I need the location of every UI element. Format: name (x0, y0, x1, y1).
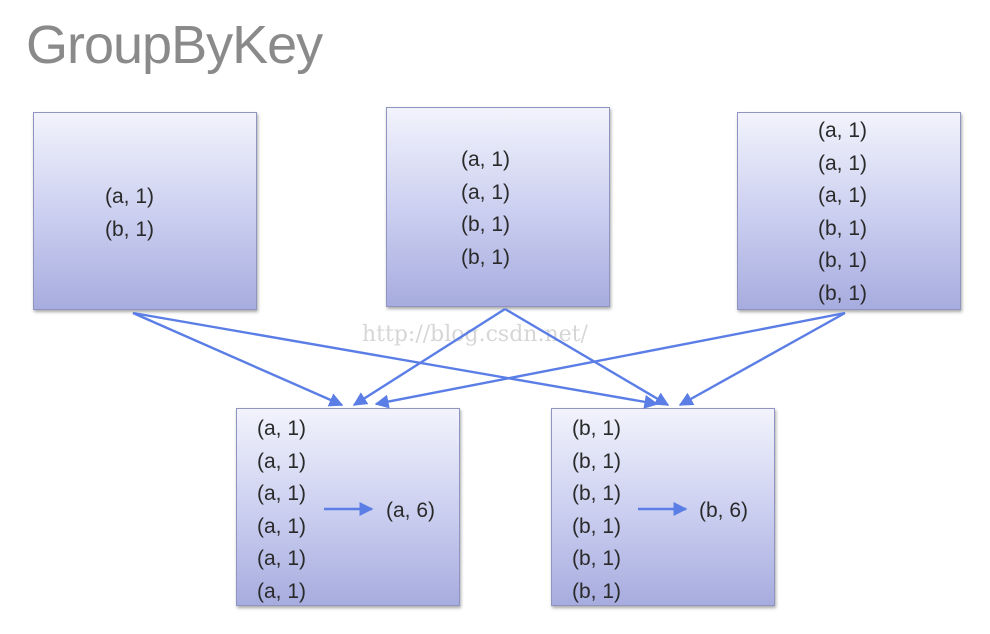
pair-item: (b, 1) (572, 482, 622, 505)
pair-item: (b, 1) (105, 217, 155, 241)
pair-item: (b, 1) (572, 579, 622, 603)
pair-item: (a, 1) (257, 449, 307, 473)
pair-list: (a, 1) (a, 1) (b, 1) (b, 1) (461, 144, 510, 274)
pair-list: (a, 1) (b, 1) (105, 181, 154, 246)
pair-item: (b, 1) (461, 245, 511, 269)
pair-item: (b, 1) (572, 547, 622, 570)
pair-item: (b, 1) (572, 417, 622, 440)
source-partition-2: (a, 1) (a, 1) (b, 1) (b, 1) (386, 107, 610, 307)
pair-item: (a, 1) (461, 180, 511, 204)
source-partition-1: (a, 1) (b, 1) (33, 112, 257, 310)
pair-item: (b, 1) (818, 249, 868, 272)
pair-item: (a, 1) (818, 151, 868, 175)
pair-item: (a, 1) (818, 184, 868, 207)
pair-item: (a, 1) (461, 148, 511, 171)
pair-list: (b, 1) (b, 1) (b, 1) (b, 1) (b, 1) (b, 1… (572, 413, 621, 608)
pair-item: (b, 1) (818, 281, 868, 305)
pair-item: (a, 1) (257, 514, 307, 538)
shuffle-arrow (132, 311, 344, 407)
page-title: GroupByKey (26, 15, 323, 75)
pair-item: (b, 1) (572, 449, 622, 473)
watermark: http://blog.csdn.net/ (362, 322, 588, 347)
pair-item: (a, 1) (818, 119, 868, 142)
pair-item: (b, 1) (572, 514, 622, 538)
source-partition-3: (a, 1) (a, 1) (a, 1) (b, 1) (b, 1) (b, 1… (737, 112, 961, 310)
pair-list: (a, 1) (a, 1) (a, 1) (a, 1) (a, 1) (a, 1… (257, 413, 306, 608)
pair-list: (a, 1) (a, 1) (a, 1) (b, 1) (b, 1) (b, 1… (818, 115, 867, 310)
pair-item: (a, 1) (257, 417, 307, 440)
pair-item: (a, 1) (105, 185, 155, 208)
group-result: (a, 6) (386, 499, 436, 522)
group-partition-a: (a, 1) (a, 1) (a, 1) (a, 1) (a, 1) (a, 1… (236, 408, 460, 606)
pair-item: (b, 1) (818, 216, 868, 240)
group-result: (b, 6) (699, 499, 749, 522)
pair-item: (a, 1) (257, 547, 307, 570)
shuffle-arrow (678, 311, 846, 407)
group-partition-b: (b, 1) (b, 1) (b, 1) (b, 1) (b, 1) (b, 1… (551, 408, 775, 606)
pair-item: (a, 1) (257, 579, 307, 603)
pair-item: (b, 1) (461, 213, 511, 236)
pair-item: (a, 1) (257, 482, 307, 505)
